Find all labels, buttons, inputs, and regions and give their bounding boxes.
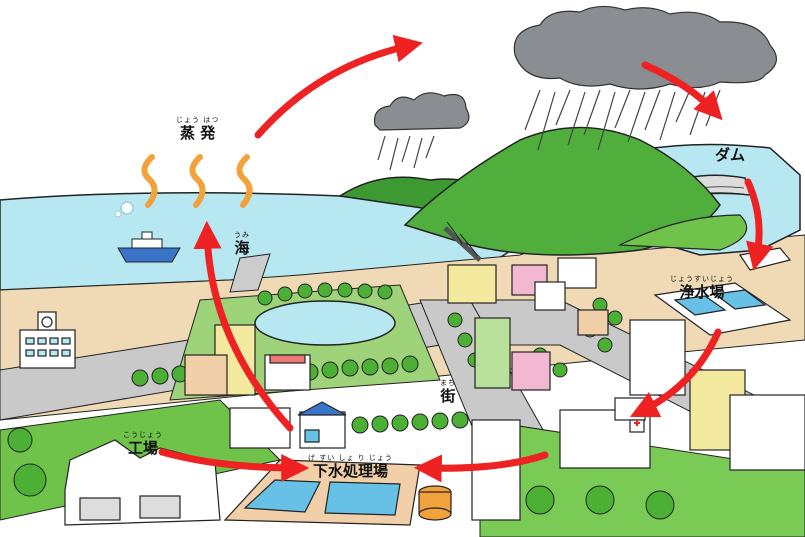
arrow-evaporation (254, 34, 423, 139)
label-factory: こうじょう 工場 (123, 431, 163, 457)
label-sewage: げ すい しょ り じょう 下水処理場 (308, 454, 393, 480)
label-purification: じょうすいじょう 浄水場 (670, 275, 734, 301)
large-cloud (513, 5, 777, 90)
arrow-purification-to-town (629, 328, 722, 418)
arrow-town-to-sewage (413, 451, 549, 483)
label-dam: ダム (715, 146, 746, 164)
small-cloud (373, 92, 470, 131)
bridge (443, 226, 482, 262)
hospital-cross (634, 420, 640, 426)
buildings (19, 247, 805, 526)
mountain-back (617, 214, 748, 251)
boat (117, 231, 181, 263)
arrow-dam-to-purification (744, 178, 774, 271)
cycle-arrows (158, 34, 774, 483)
label-evaporation: じょう はつ 蒸 発 (176, 116, 220, 142)
label-town: まち 街 (440, 379, 456, 405)
rain-large (524, 89, 721, 151)
mountain-large (403, 126, 721, 256)
rain-small (377, 135, 435, 171)
steam (141, 154, 253, 208)
arrow-sewage-to-sea (193, 220, 294, 432)
arrow-factory-to-sewage (158, 448, 310, 482)
pier (229, 253, 271, 293)
pond (254, 300, 396, 346)
label-sea: うみ 海 (234, 231, 250, 257)
arrow-rain-to-dam (641, 61, 723, 121)
